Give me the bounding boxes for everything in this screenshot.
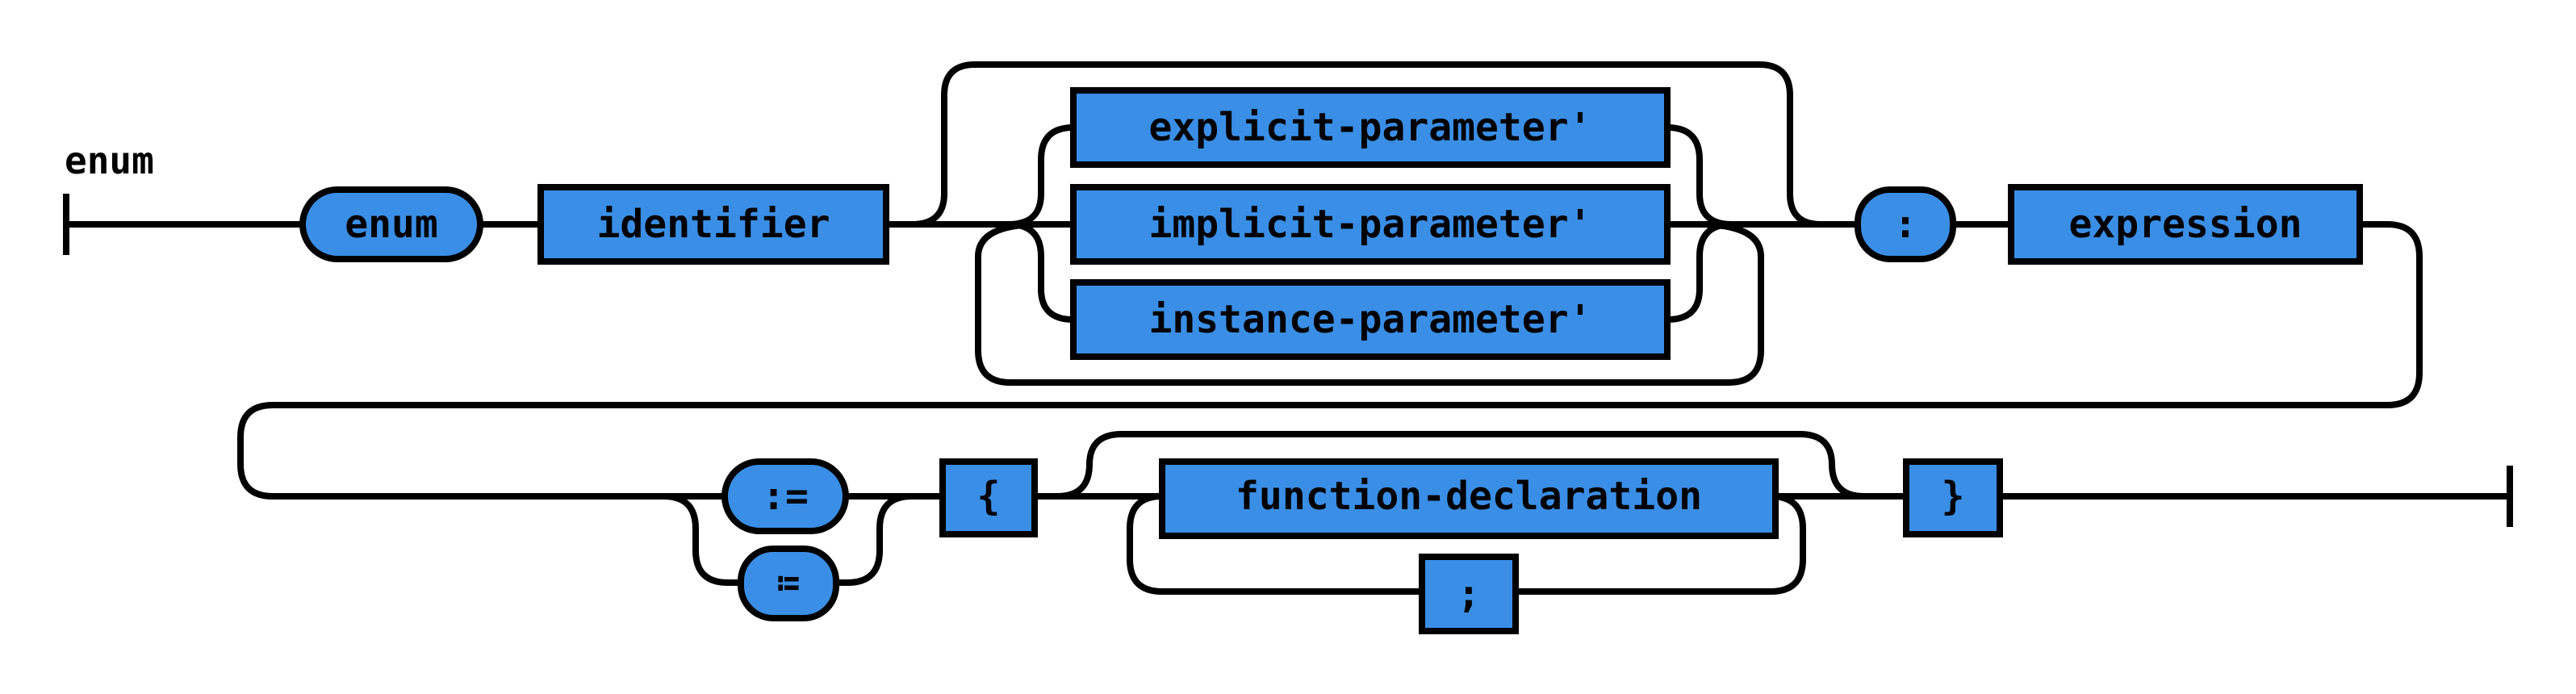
rail-skip-functions — [1056, 431, 1865, 500]
diagram-title: enum — [65, 139, 154, 182]
rail-branch-instance-in — [1008, 221, 1074, 323]
node-instance-parameter-label: instance-parameter' — [1148, 297, 1591, 342]
rail-wrap — [237, 221, 2423, 500]
rail-repeat-parameters — [975, 221, 1764, 386]
node-implicit-parameter: implicit-parameter' — [1070, 184, 1671, 265]
node-semicolon: ; — [1419, 554, 1519, 634]
node-expression-label: expression — [2069, 202, 2302, 247]
node-implicit-parameter-label: implicit-parameter' — [1148, 202, 1591, 247]
node-identifier: identifier — [537, 184, 889, 265]
node-explicit-parameter-label: explicit-parameter' — [1148, 105, 1591, 150]
node-function-declaration: function-declaration — [1159, 458, 1779, 539]
node-enum-keyword: enum — [299, 186, 483, 262]
node-rbrace-label: } — [1942, 474, 1965, 519]
node-assign-unicode: ≔ — [738, 546, 839, 621]
rail-skip-parameters — [911, 61, 1821, 228]
node-semicolon-label: ; — [1457, 571, 1481, 617]
rail-branch-unicode-in — [663, 493, 741, 586]
rail-repeat-right — [1516, 493, 1806, 595]
node-assign-colon-eq-label: := — [762, 474, 809, 519]
node-assign-colon-eq: := — [721, 458, 849, 534]
node-lbrace: { — [939, 458, 1038, 537]
node-expression: expression — [2008, 184, 2363, 265]
node-rbrace: } — [1903, 458, 2003, 537]
rail-repeat-left — [1127, 493, 1422, 595]
node-identifier-label: identifier — [597, 202, 830, 247]
rail-branch-explicit-out — [1666, 124, 1733, 228]
node-assign-unicode-label: ≔ — [777, 560, 801, 605]
rail-branch-unicode-out — [836, 493, 913, 586]
node-explicit-parameter: explicit-parameter' — [1070, 87, 1671, 168]
rail-branch-instance-out — [1666, 221, 1733, 323]
node-instance-parameter: instance-parameter' — [1070, 279, 1671, 360]
rail-branch-explicit-in — [1008, 124, 1074, 228]
node-function-declaration-label: function-declaration — [1236, 474, 1702, 519]
node-lbrace-label: { — [977, 474, 1001, 519]
node-colon-label: : — [1894, 202, 1917, 247]
rails — [63, 61, 2513, 595]
node-colon: : — [1855, 186, 1956, 262]
node-enum-keyword-label: enum — [345, 202, 438, 247]
